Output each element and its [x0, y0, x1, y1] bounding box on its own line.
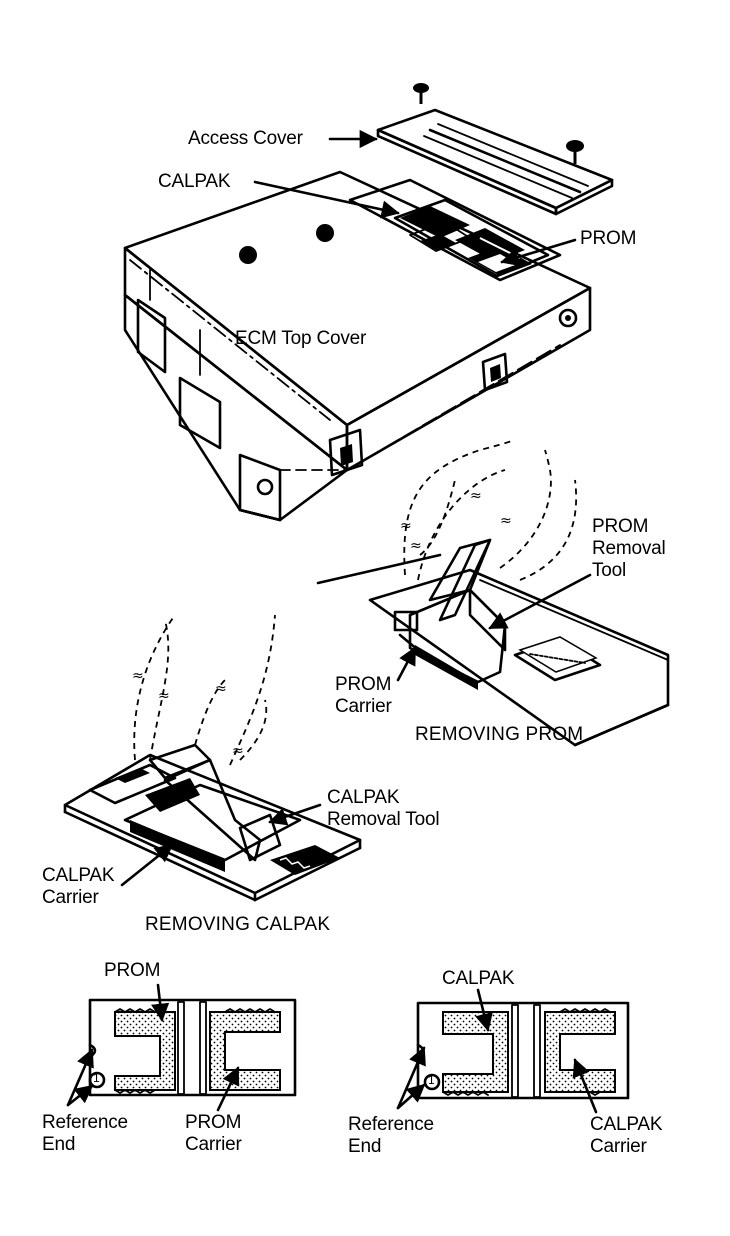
label-calpak-carrier: CALPAK Carrier [42, 865, 115, 908]
removing-calpak-illustration: ≈ ≈ ≈ ≈ [63, 614, 362, 902]
screw-icon [566, 140, 584, 164]
label-prom-top: PROM [580, 228, 637, 249]
svg-text:≈: ≈ [215, 681, 227, 697]
label-calpak-detail: CALPAK [442, 968, 515, 989]
ecm-chip-modules [400, 206, 532, 276]
svg-text:≈: ≈ [500, 513, 512, 529]
svg-text:≈: ≈ [232, 743, 244, 759]
label-access-cover: Access Cover [188, 128, 303, 149]
calpak-carrier-detail [416, 1001, 630, 1100]
caption-removing-prom: REMOVING PROM [415, 724, 584, 745]
prom-carrier-detail [88, 998, 297, 1097]
pin-one-marker-left: 1 [93, 1071, 100, 1085]
removing-prom-illustration: ≈ ≈ ≈ ≈ [316, 439, 670, 747]
svg-text:≈: ≈ [400, 518, 412, 534]
label-reference-end-left: Reference End [42, 1112, 128, 1155]
label-prom-carrier-detail: PROM Carrier [185, 1112, 242, 1155]
pin-one-marker-right: 1 [428, 1073, 435, 1087]
ecm-connector-ribs [136, 269, 222, 450]
label-prom-removal-tool: PROM Removal Tool [592, 516, 666, 581]
label-calpak-carrier-detail: CALPAK Carrier [590, 1114, 663, 1157]
label-prom-detail: PROM [104, 960, 161, 981]
label-calpak-top: CALPAK [158, 171, 231, 192]
label-prom-carrier: PROM Carrier [335, 674, 392, 717]
screw-icon [413, 83, 429, 104]
ecm-assembly [123, 83, 614, 522]
caption-removing-calpak: REMOVING CALPAK [145, 914, 331, 935]
access-cover-plate [376, 108, 614, 216]
label-ecm-top-cover: ECM Top Cover [235, 328, 367, 349]
svg-text:≈: ≈ [470, 488, 482, 504]
svg-text:≈: ≈ [410, 538, 422, 554]
label-reference-end-right: Reference End [348, 1114, 434, 1157]
label-calpak-removal-tool: CALPAK Removal Tool [327, 787, 440, 830]
svg-text:≈: ≈ [158, 688, 170, 704]
svg-text:≈: ≈ [132, 668, 144, 684]
